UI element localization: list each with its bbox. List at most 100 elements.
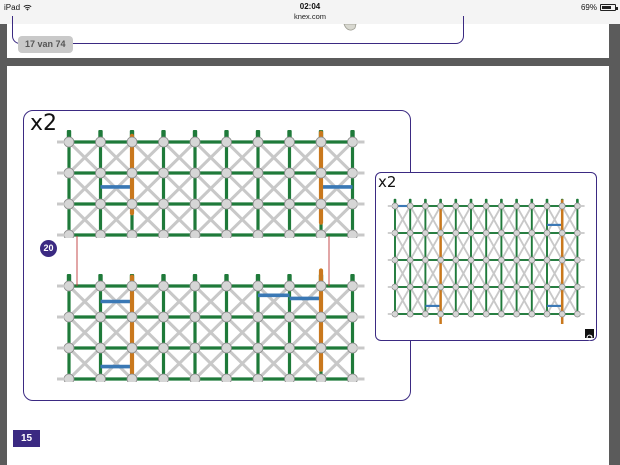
connector-hub: [453, 257, 459, 263]
connector-hub: [468, 311, 474, 317]
connector-hub: [438, 203, 444, 209]
connector-hub: [483, 257, 489, 263]
connector-hub: [529, 311, 535, 317]
connector-hub: [222, 137, 232, 147]
connector-hub: [96, 343, 106, 353]
battery-percent: 69%: [581, 3, 597, 12]
connector-hub: [222, 199, 232, 209]
connector-hub: [514, 284, 520, 290]
status-right: 69%: [581, 3, 616, 12]
connector-hub: [574, 203, 580, 209]
connector-hub: [392, 284, 398, 290]
connector-hub: [392, 203, 398, 209]
connector-hub: [348, 281, 358, 291]
connector-hub: [529, 257, 535, 263]
connector-hub: [285, 312, 295, 322]
connector-hub: [348, 312, 358, 322]
connector-hub: [453, 203, 459, 209]
connector-hub: [407, 257, 413, 263]
connector-hub: [159, 343, 169, 353]
connector-hub: [529, 230, 535, 236]
connector-hub: [190, 312, 200, 322]
connector-hub: [559, 203, 565, 209]
connector-hub: [253, 199, 263, 209]
connector-hub: [159, 168, 169, 178]
connector-hub: [453, 284, 459, 290]
connector-hub: [544, 230, 550, 236]
connector-hub: [483, 230, 489, 236]
connector-hub: [253, 312, 263, 322]
connector-hub: [64, 137, 74, 147]
connector-hub: [222, 312, 232, 322]
inset-quantity-label: x2: [378, 173, 396, 191]
connector-hub: [348, 168, 358, 178]
connector-hub: [514, 257, 520, 263]
connector-hub: [407, 230, 413, 236]
connector-hub: [498, 203, 504, 209]
connector-hub: [529, 203, 535, 209]
connector-hub: [159, 374, 169, 382]
connector-hub: [64, 199, 74, 209]
connector-hub: [574, 230, 580, 236]
connector-hub: [483, 203, 489, 209]
connector-hub: [159, 312, 169, 322]
connector-hub: [285, 137, 295, 147]
connector-hub: [127, 137, 137, 147]
connector-hub: [438, 284, 444, 290]
connector-hub: [422, 203, 428, 209]
connector-hub: [96, 312, 106, 322]
connector-hub: [483, 284, 489, 290]
connector-hub: [159, 137, 169, 147]
clock: 02:04: [0, 2, 620, 12]
step-number-badge: 20: [40, 240, 57, 257]
connector-hub: [438, 257, 444, 263]
connector-hub: [468, 203, 474, 209]
connector-hub: [422, 230, 428, 236]
lattice-assembly-inset: [385, 194, 593, 324]
connector-hub: [498, 284, 504, 290]
previous-page-frame: [12, 16, 464, 44]
connector-hub: [544, 311, 550, 317]
connector-hub: [316, 137, 326, 147]
connector-hub: [64, 168, 74, 178]
connector-hub: [190, 343, 200, 353]
connector-hub: [574, 284, 580, 290]
connector-hub: [514, 230, 520, 236]
connector-hub: [348, 199, 358, 209]
connector-hub: [559, 257, 565, 263]
lattice-group: [388, 199, 585, 324]
page-counter: 17 van 74: [18, 36, 73, 53]
connector-hub: [407, 284, 413, 290]
connector-hub: [438, 230, 444, 236]
connector-hub: [127, 312, 137, 322]
connector-hub: [190, 168, 200, 178]
connector-hub: [559, 311, 565, 317]
connector-hub: [285, 168, 295, 178]
connector-hub: [544, 257, 550, 263]
connector-hub: [316, 199, 326, 209]
connector-hub: [468, 230, 474, 236]
connector-hub: [422, 311, 428, 317]
connector-hub: [483, 311, 489, 317]
connector-hub: [253, 137, 263, 147]
connector-hub: [127, 343, 137, 353]
connector-hub: [316, 374, 326, 382]
previous-page[interactable]: 17 van 74: [7, 24, 609, 58]
connector-hub: [348, 343, 358, 353]
connector-hub: [498, 311, 504, 317]
battery-icon: [600, 4, 616, 11]
connector-hub: [559, 284, 565, 290]
connector-hub: [253, 374, 263, 382]
connector-hub: [544, 203, 550, 209]
battery-level: [602, 6, 611, 9]
connector-hub: [559, 230, 565, 236]
instruction-page[interactable]: x2 20 x2 15: [7, 66, 609, 465]
connector-hub: [96, 137, 106, 147]
connector-hub: [348, 374, 358, 382]
connector-hub: [529, 284, 535, 290]
connector-hub: [64, 312, 74, 322]
connector-hub: [64, 374, 74, 382]
connector-hub: [468, 284, 474, 290]
connector-hub: [285, 374, 295, 382]
connector-hub: [407, 311, 413, 317]
